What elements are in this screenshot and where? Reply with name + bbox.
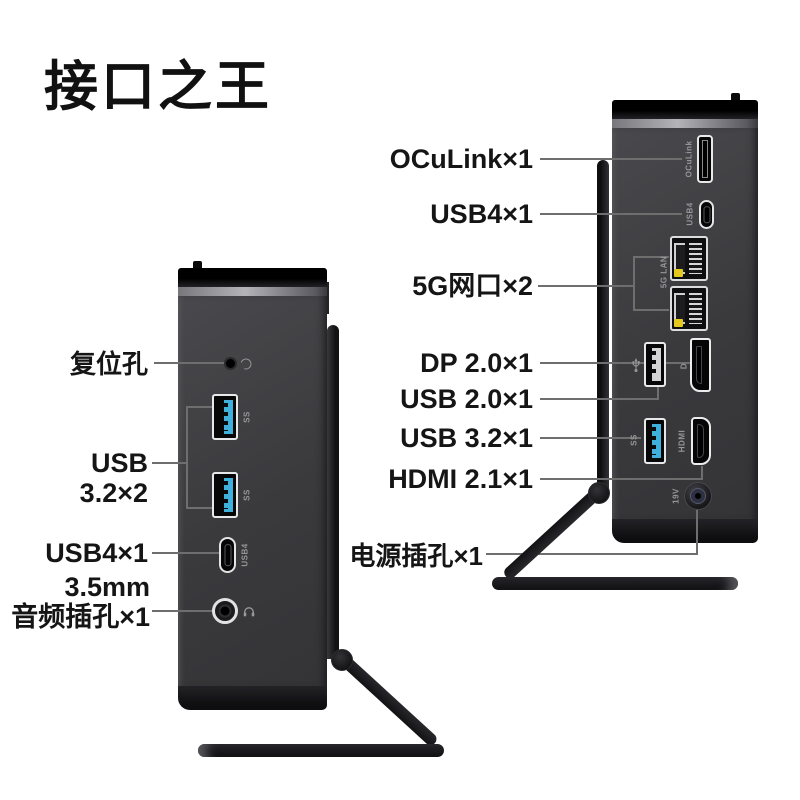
label-usb4x1: USB4×1 bbox=[45, 538, 148, 568]
usb-trident-icon bbox=[631, 358, 641, 373]
lan-callout-bracket bbox=[633, 256, 635, 311]
right-device-top-highlight bbox=[612, 119, 758, 128]
oculink-callout-line bbox=[540, 158, 682, 160]
reset-icon bbox=[238, 356, 254, 372]
power-callout-line bbox=[486, 553, 698, 555]
usb32-callout-arm-bottom bbox=[186, 507, 212, 509]
right-device-antenna-nub bbox=[731, 93, 740, 101]
label-usb4-right: USB4×1 bbox=[430, 199, 533, 229]
label-usb32x2: USB 3.2×2 bbox=[79, 448, 148, 508]
dp-callout-line bbox=[540, 362, 691, 364]
left-kickstand-hinge bbox=[331, 649, 353, 671]
label-audio-line2: 音频插孔×1 bbox=[11, 602, 150, 632]
oculink-marking: OCuLink bbox=[684, 140, 694, 178]
usb2-callout-riser bbox=[657, 386, 659, 400]
reset-hole bbox=[226, 359, 235, 368]
usb4-marking-right: USB4 bbox=[685, 202, 695, 226]
headphone-icon bbox=[243, 606, 256, 619]
label-usb32-right: USB 3.2×1 bbox=[400, 423, 533, 453]
label-usb2: USB 2.0×1 bbox=[400, 384, 533, 414]
superspeed-marking: SS bbox=[242, 489, 252, 501]
power-voltage-marking: 19V bbox=[671, 488, 681, 504]
label-audio: 3.5mm 音频插孔×1 bbox=[10, 572, 150, 632]
ethernet-port-2 bbox=[670, 286, 708, 331]
usb4-callout-line-right bbox=[540, 213, 682, 215]
label-power: 电源插孔×1 bbox=[349, 541, 483, 571]
left-device-bottom-band bbox=[178, 686, 327, 710]
superspeed-marking: SS bbox=[242, 411, 252, 423]
label-oculink: OCuLink×1 bbox=[389, 144, 533, 174]
hdmi-callout-line bbox=[540, 478, 703, 480]
left-device-body bbox=[178, 268, 327, 710]
usb2-callout-line bbox=[540, 398, 659, 400]
right-device-bottom-band bbox=[612, 519, 758, 543]
lan-callout-stem bbox=[538, 285, 635, 287]
usb4-type-c-port bbox=[219, 537, 236, 573]
hdmi-port bbox=[691, 417, 711, 465]
usb-a-3-2-port-right bbox=[644, 418, 666, 464]
usb-a-3-2-port-1 bbox=[212, 394, 238, 440]
left-kickstand-edge bbox=[327, 325, 339, 659]
left-device-antenna-nub bbox=[193, 261, 202, 269]
hdmi-callout-riser bbox=[701, 466, 703, 480]
usb-a-3-2-port-2 bbox=[212, 472, 238, 518]
power-callout-riser bbox=[696, 508, 698, 555]
right-kickstand-edge bbox=[597, 160, 609, 490]
lan-marking: 5G LAN bbox=[659, 255, 669, 289]
ethernet-port-1 bbox=[670, 236, 708, 281]
label-audio-line1: 3.5mm bbox=[64, 572, 150, 602]
hdmi-marking: HDMI bbox=[677, 429, 687, 453]
lan-callout-arm-top bbox=[633, 256, 669, 258]
left-device-top-cap bbox=[178, 268, 327, 287]
oculink-port bbox=[697, 135, 713, 183]
lan-callout-arm-bottom bbox=[633, 309, 669, 311]
usb32-callout-line-right bbox=[540, 437, 641, 439]
superspeed-marking-right: SS bbox=[629, 434, 639, 446]
displayport-port bbox=[690, 338, 711, 392]
usb4-marking: USB4 bbox=[240, 543, 250, 567]
label-reset: 复位孔 bbox=[69, 349, 148, 379]
left-device-top-highlight bbox=[178, 287, 327, 296]
usb32-callout-stem bbox=[152, 462, 188, 464]
left-kickstand-foot bbox=[198, 744, 444, 757]
reset-callout-line bbox=[154, 362, 230, 364]
usb32-callout-bracket bbox=[186, 406, 188, 509]
right-kickstand-hinge bbox=[588, 482, 610, 504]
dc-power-jack bbox=[684, 482, 712, 510]
usb4-callout-line bbox=[152, 552, 220, 554]
label-dp: DP 2.0×1 bbox=[420, 348, 533, 378]
usb4-type-c-port-right bbox=[699, 200, 714, 229]
dp-logo-marking: D bbox=[679, 362, 689, 370]
right-kickstand-foot bbox=[492, 577, 738, 590]
left-device-face bbox=[178, 296, 327, 686]
audio-jack bbox=[212, 598, 238, 624]
right-device-top-cap bbox=[612, 100, 758, 119]
label-hdmi: HDMI 2.1×1 bbox=[388, 464, 533, 494]
usb32-callout-arm-top bbox=[186, 406, 212, 408]
page-title: 接口之王 bbox=[44, 57, 272, 117]
usb-a-2-0-port bbox=[644, 342, 666, 387]
audio-callout-line bbox=[152, 610, 214, 612]
label-5g-lan: 5G网口×2 bbox=[412, 271, 533, 301]
